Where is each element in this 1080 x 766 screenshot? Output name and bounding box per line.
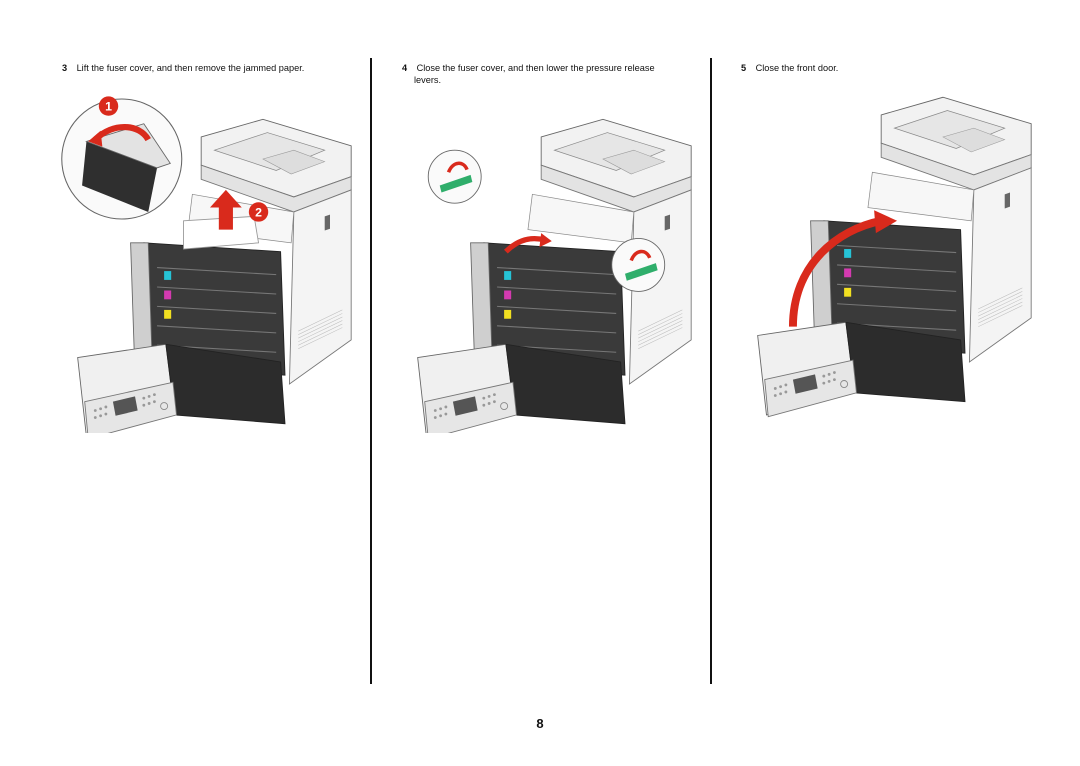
callout-2: 2 [255, 205, 262, 219]
illustration-step-5 [757, 96, 1032, 418]
step-4-instruction: 4 Close the fuser cover, and then lower … [402, 62, 702, 86]
step-text: Lift the fuser cover, and then remove th… [76, 63, 305, 73]
callout-2-badge [248, 202, 269, 222]
column-divider-right [710, 58, 712, 684]
step-text-line2: levers. [414, 75, 442, 85]
step-number: 3 [62, 63, 68, 73]
page-number: 8 [536, 716, 544, 731]
callout-1-badge [98, 96, 119, 116]
step-text: Close the front door. [755, 63, 839, 73]
illustration-step-3: 1 2 [61, 96, 352, 433]
step-3-instruction: 3 Lift the fuser cover, and then remove … [62, 62, 362, 74]
step-number: 5 [741, 63, 747, 73]
column-divider-left [370, 58, 372, 684]
callout-1: 1 [105, 100, 112, 114]
illustration-step-4 [417, 118, 692, 433]
step-number: 4 [402, 63, 408, 73]
step-5-instruction: 5 Close the front door. [741, 62, 1041, 74]
step-text: Close the fuser cover, and then lower th… [416, 63, 655, 73]
